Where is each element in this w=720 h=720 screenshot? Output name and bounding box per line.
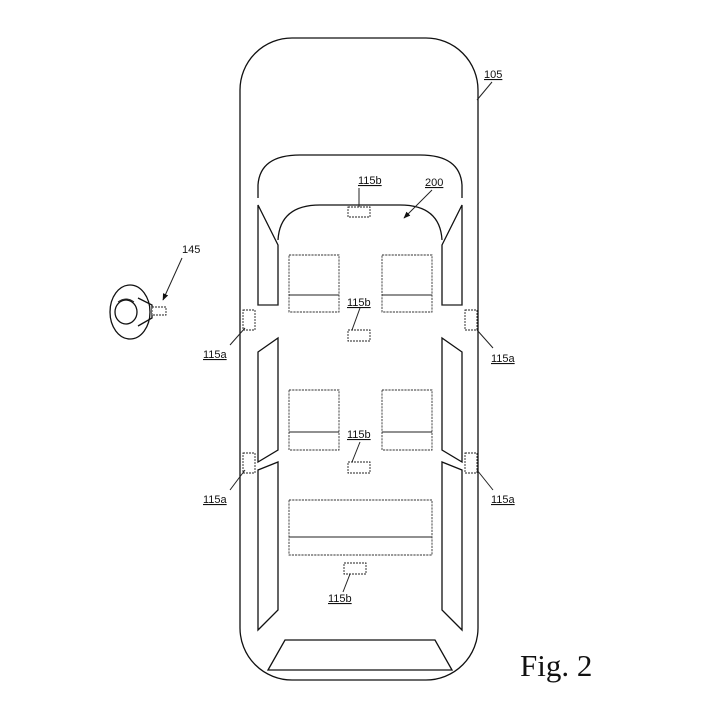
middle-left-seat [288, 389, 340, 451]
sensor-115b-row2 [347, 461, 371, 474]
sensor-115b-front [347, 206, 371, 218]
label-115b-row2: 115b [347, 429, 371, 441]
leader-lines [162, 81, 494, 593]
handheld-device [151, 306, 167, 316]
label-200: 200 [425, 177, 443, 189]
reference-labels: 105 200 145 115b 115b 115b 115b 115a 115… [182, 69, 516, 605]
label-115a-rear-left: 115a [203, 494, 228, 506]
sensor-115a-front-left [242, 309, 256, 331]
label-115b-rear: 115b [328, 593, 352, 605]
interior-sensors [343, 206, 371, 575]
middle-right-seat [381, 389, 433, 451]
seats [288, 254, 433, 556]
label-115b-row1: 115b [347, 297, 371, 309]
label-145: 145 [182, 244, 200, 256]
figure-caption: Fig. 2 [520, 648, 592, 683]
rear-bench-seat [288, 499, 433, 556]
exterior-sensors [242, 309, 478, 474]
front-left-seat [288, 254, 340, 313]
sensor-115b-row1 [347, 329, 371, 342]
label-105: 105 [484, 69, 502, 81]
vehicle-body [239, 37, 479, 681]
front-right-seat [381, 254, 433, 313]
sensor-115b-rear [343, 562, 367, 575]
sensor-115a-rear-right [464, 452, 478, 474]
sensor-115a-rear-left [242, 452, 256, 474]
label-115a-front-right: 115a [491, 353, 516, 365]
label-115a-front-left: 115a [203, 349, 228, 361]
label-115a-rear-right: 115a [491, 494, 516, 506]
person-figure [109, 284, 167, 340]
sensor-115a-front-right [464, 309, 478, 331]
label-115b-front: 115b [358, 175, 382, 187]
